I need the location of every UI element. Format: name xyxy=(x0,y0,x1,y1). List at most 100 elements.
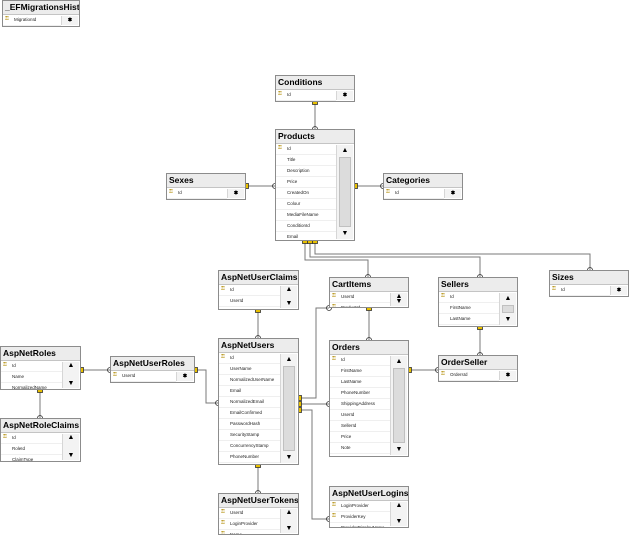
column-row[interactable]: ⚿Id xyxy=(1,433,62,444)
column-row[interactable]: LastName xyxy=(439,314,499,325)
column-row[interactable]: ⚿Name xyxy=(219,530,280,535)
table-sexes[interactable]: Sexes⚿IdSexType▲▼ xyxy=(166,173,246,200)
column-row[interactable]: ⚿Id xyxy=(219,285,280,296)
scroll-down-arrow-icon[interactable]: ▼ xyxy=(341,92,349,99)
vertical-scrollbar[interactable]: ▲▼ xyxy=(62,434,79,460)
column-row[interactable]: ⚿Id xyxy=(384,188,444,199)
scroll-up-arrow-icon[interactable]: ▲ xyxy=(285,509,293,516)
column-row[interactable]: MediaFileName xyxy=(276,210,336,221)
column-row[interactable]: ConcurrencyStamp xyxy=(219,441,280,452)
table-aspnetuserclaims[interactable]: AspNetUserClaims⚿IdUserIdClaimType▲▼ xyxy=(218,270,299,310)
column-row[interactable]: ⚿ProviderKey xyxy=(330,512,390,523)
column-row[interactable]: ⚿Id xyxy=(439,292,499,303)
table-efmigrations[interactable]: _EFMigrationsHisto⚿MigrationIdProductVer… xyxy=(2,0,80,27)
table-sizes[interactable]: Sizes⚿IdSizeType▲▼ xyxy=(549,270,629,297)
column-row[interactable]: ⚿Id xyxy=(330,355,390,366)
relationship-line[interactable] xyxy=(309,241,481,277)
table-aspnetusertokens[interactable]: AspNetUserTokens⚿UserId⚿LoginProvider⚿Na… xyxy=(218,493,299,535)
relationship-line[interactable] xyxy=(299,409,329,520)
scroll-down-arrow-icon[interactable]: ▼ xyxy=(504,316,512,323)
column-row[interactable]: Status xyxy=(330,454,390,456)
column-row[interactable]: UserId xyxy=(219,296,280,307)
column-row[interactable]: Name xyxy=(1,372,62,383)
table-aspnetuserlogins[interactable]: AspNetUserLogins⚿LoginProvider⚿ProviderK… xyxy=(329,486,409,528)
column-row[interactable]: ⚿Id xyxy=(550,285,610,296)
scroll-up-arrow-icon[interactable]: ▲ xyxy=(232,189,240,196)
vertical-scrollbar[interactable]: ▲▼ xyxy=(280,286,297,308)
column-row[interactable]: NormalizedEmail xyxy=(219,397,280,408)
scroll-down-arrow-icon[interactable]: ▼ xyxy=(285,300,293,307)
scroll-thumb[interactable] xyxy=(339,157,351,227)
column-row[interactable]: Colour xyxy=(276,199,336,210)
scroll-up-arrow-icon[interactable]: ▲ xyxy=(341,147,349,154)
scroll-down-arrow-icon[interactable]: ▼ xyxy=(615,287,623,294)
relationship-line[interactable] xyxy=(299,307,329,399)
column-row[interactable]: ⚿UserId xyxy=(219,508,280,519)
column-row[interactable]: SellerId xyxy=(330,421,390,432)
column-row[interactable]: ⚿Id xyxy=(167,188,227,199)
column-row[interactable]: ⚿UserId xyxy=(111,371,176,382)
column-row[interactable]: SecurityStamp xyxy=(219,430,280,441)
vertical-scrollbar[interactable]: ▲▼ xyxy=(176,372,193,381)
scroll-up-arrow-icon[interactable]: ▲ xyxy=(67,434,75,441)
scroll-down-arrow-icon[interactable]: ▼ xyxy=(395,298,403,305)
vertical-scrollbar[interactable]: ▲▼ xyxy=(444,189,461,198)
column-row[interactable]: PhoneNumberConfir xyxy=(219,463,280,464)
scroll-thumb[interactable] xyxy=(393,368,405,443)
column-row[interactable]: ⚿UserId xyxy=(330,292,390,303)
vertical-scrollbar[interactable]: ▲▼ xyxy=(499,371,516,380)
column-row[interactable]: ⚿ProductId xyxy=(330,303,390,308)
column-row[interactable]: FirstName xyxy=(439,303,499,314)
column-row[interactable]: PasswordHash xyxy=(219,419,280,430)
column-row[interactable]: ShippingAddress xyxy=(330,399,390,410)
scroll-up-arrow-icon[interactable]: ▲ xyxy=(395,358,403,365)
vertical-scrollbar[interactable]: ▲▼ xyxy=(390,502,407,526)
scroll-up-arrow-icon[interactable]: ▲ xyxy=(66,16,74,23)
column-row[interactable]: NormalizedName xyxy=(1,383,62,389)
table-aspnetuserroles[interactable]: AspNetUserRoles⚿UserId⚿RoleId▲▼ xyxy=(110,356,195,383)
vertical-scrollbar[interactable]: ▲▼ xyxy=(390,356,407,455)
vertical-scrollbar[interactable]: ▲▼ xyxy=(227,189,244,198)
column-row[interactable]: PhoneNumber xyxy=(330,388,390,399)
scroll-down-arrow-icon[interactable]: ▼ xyxy=(395,518,403,525)
column-row[interactable]: ClaimType xyxy=(219,307,280,309)
scroll-up-arrow-icon[interactable]: ▲ xyxy=(181,372,189,379)
column-row[interactable]: ConditionId xyxy=(276,221,336,232)
scroll-down-arrow-icon[interactable]: ▼ xyxy=(67,380,75,387)
scroll-up-arrow-icon[interactable]: ▲ xyxy=(341,91,349,98)
scroll-down-arrow-icon[interactable]: ▼ xyxy=(66,17,74,24)
column-row[interactable]: ⚿Id xyxy=(276,144,336,155)
column-row[interactable]: PhoneNumber xyxy=(219,452,280,463)
scroll-down-arrow-icon[interactable]: ▼ xyxy=(395,446,403,453)
vertical-scrollbar[interactable]: ▲▼ xyxy=(280,509,297,533)
vertical-scrollbar[interactable]: ▲▼ xyxy=(61,16,78,25)
scroll-thumb[interactable] xyxy=(283,366,295,451)
column-row[interactable]: Email xyxy=(219,386,280,397)
column-row[interactable]: LastName xyxy=(330,377,390,388)
table-conditions[interactable]: Conditions⚿IdConditionName▲▼ xyxy=(275,75,355,102)
scroll-up-arrow-icon[interactable]: ▲ xyxy=(285,286,293,293)
scroll-thumb[interactable] xyxy=(502,305,514,313)
column-row[interactable]: CreatedOn xyxy=(276,188,336,199)
relationship-line[interactable] xyxy=(304,241,369,277)
vertical-scrollbar[interactable]: ▲▼ xyxy=(62,362,79,388)
scroll-down-arrow-icon[interactable]: ▼ xyxy=(449,190,457,197)
column-row[interactable]: ProviderDisplayName xyxy=(330,523,390,527)
column-row[interactable]: Email xyxy=(276,232,336,240)
column-row[interactable]: ⚿Id xyxy=(276,90,336,101)
relationship-line[interactable] xyxy=(195,369,218,404)
relationship-line[interactable] xyxy=(314,241,591,270)
scroll-up-arrow-icon[interactable]: ▲ xyxy=(504,295,512,302)
scroll-up-arrow-icon[interactable]: ▲ xyxy=(395,502,403,509)
column-row[interactable]: UserName xyxy=(219,364,280,375)
column-row[interactable]: Price xyxy=(276,177,336,188)
table-orderseller[interactable]: OrderSeller⚿OrdersId⚿SellersId▲▼ xyxy=(438,355,518,382)
scroll-up-arrow-icon[interactable]: ▲ xyxy=(615,286,623,293)
vertical-scrollbar[interactable]: ▲▼ xyxy=(336,145,353,239)
column-row[interactable]: FirstName xyxy=(330,366,390,377)
